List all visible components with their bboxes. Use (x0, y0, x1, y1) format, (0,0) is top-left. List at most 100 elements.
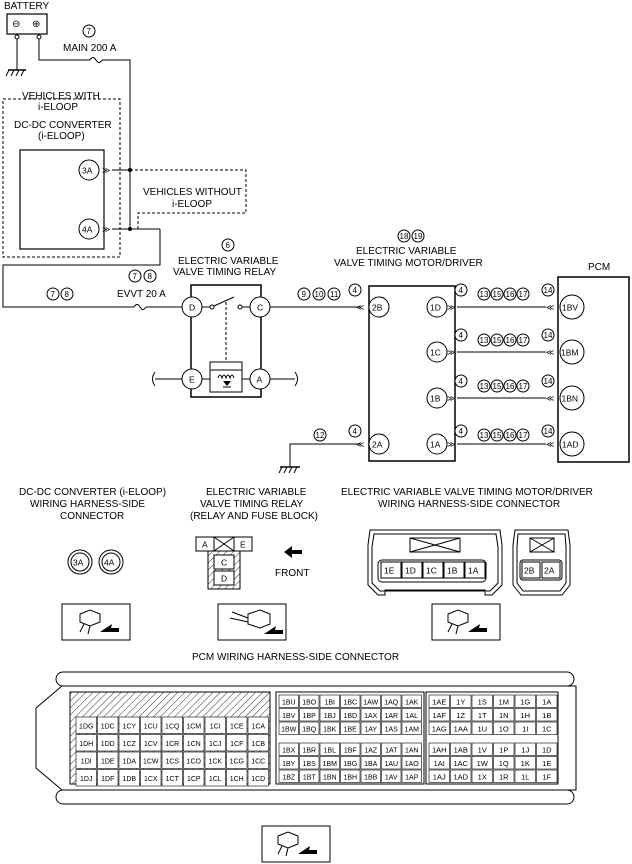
svg-text:≪: ≪ (356, 440, 364, 449)
pcm-pin-cell (75, 716, 97, 734)
pcm-pin-cell (204, 716, 226, 734)
pcm-pin-label: 1Z (456, 711, 465, 720)
pcm-pin-cell (75, 734, 97, 752)
pcm-pin-label: 1T (478, 711, 487, 720)
pcm-pin-label: 1DD (101, 741, 115, 748)
pcm-pin-label: 1AX (364, 713, 378, 720)
svg-text:7: 7 (51, 290, 56, 299)
pcm-pin-cell (140, 751, 162, 769)
pcm-pin-label: 1F (542, 772, 551, 781)
pcm-pin-cell (450, 742, 472, 756)
pcm-pin-cell (278, 694, 299, 708)
pcm-pin-cell (471, 694, 493, 708)
motor-terminal-1d: 1D (430, 303, 441, 313)
pcm-pin-label: 1CT (166, 776, 180, 783)
pcm-terminal-1bn: 1BN (562, 394, 579, 404)
pcm-pin-label: 1I (522, 724, 528, 733)
pcm-pin-cell (204, 734, 226, 752)
pcm-pin-cell (493, 742, 515, 756)
pcm-pin-cell (319, 769, 340, 783)
relay-terminal-d: D (189, 303, 195, 313)
pcm-pin-cell (140, 769, 162, 787)
pcm-pin-cell (204, 751, 226, 769)
svg-text:8: 8 (65, 290, 70, 299)
svg-text:15: 15 (493, 382, 502, 391)
pcm-pin-label: 1DH (79, 741, 93, 748)
pcm-pin-cell (226, 734, 248, 752)
svg-text:16: 16 (506, 431, 515, 440)
pcm-pin-cell (493, 769, 515, 783)
pcm-pin-cell (204, 769, 226, 787)
pcm-pin-label: 1CI (210, 723, 221, 730)
pcm-pin-cell (118, 751, 140, 769)
pcm-pin-label: 1U (477, 724, 487, 733)
pcm-pin-label: 1BX (282, 747, 296, 754)
connector-view-icon (261, 825, 331, 863)
svg-text:≫: ≫ (447, 394, 455, 403)
pcm-pin-label: 1AL (406, 713, 419, 720)
pcm-pin-label: 1CC (251, 758, 265, 765)
pcm-pin-cell (340, 742, 361, 756)
svg-text:4: 4 (459, 286, 464, 295)
relay-title-1: ELECTRIC VARIABLE (178, 256, 279, 267)
pcm-pin-cell (161, 716, 183, 734)
motor-conn-pin-2b: 2B (524, 566, 535, 576)
main-power-wire (102, 59, 131, 230)
evvt-fuse-label: EVVT 20 A (117, 289, 166, 300)
svg-text:16: 16 (506, 382, 515, 391)
pcm-pin-label: 1BW (281, 726, 297, 733)
pcm-pin-label: 1DA (122, 758, 136, 765)
pcm-pin-cell (278, 721, 299, 735)
pcm-pin-cell (340, 721, 361, 735)
signal-wire-1d-1bv: ≫ ≪ 4 13 15 16 17 14 (447, 283, 555, 312)
pcm-pin-cell (278, 769, 299, 783)
svg-text:≪: ≪ (546, 303, 554, 312)
svg-text:14: 14 (544, 331, 553, 340)
svg-text:13: 13 (480, 336, 489, 345)
pcm-pin-label: 1AU (384, 761, 398, 768)
i-eloop-label: i-ELOOP (38, 102, 78, 113)
pcm-pin-cell (381, 708, 402, 722)
pcm-pin-label: 1BD (343, 713, 357, 720)
pcm-pin-cell (340, 756, 361, 770)
pcm-pin-label: 1Y (456, 697, 465, 706)
pcm-pin-cell (381, 721, 402, 735)
pcm-pin-cell (471, 721, 493, 735)
pcm-pin-cell (381, 769, 402, 783)
dcdc-conn-pin-4a: 4A (104, 558, 115, 568)
pcm-pin-label: 1C (542, 724, 552, 733)
motor-connector-small (512, 529, 571, 596)
svg-text:16: 16 (506, 290, 515, 299)
pcm-pin-cell (118, 734, 140, 752)
pcm-pin-cell (536, 769, 558, 783)
pcm-pin-cell (183, 734, 205, 752)
pcm-pin-cell (278, 708, 299, 722)
pcm-terminal-1ad: 1AD (562, 440, 579, 450)
pcm-pin-label: 1AQ (384, 699, 399, 706)
pcm-pin-label: 1AZ (364, 747, 378, 754)
pcm-pin-cell (247, 769, 269, 787)
pcm-pin-label: 1BC (343, 699, 357, 706)
motor-ground-wire (289, 443, 360, 467)
pcm-pin-label: 1AT (385, 747, 398, 754)
pcm-pin-label: 1AK (405, 699, 419, 706)
pcm-pin-label: 1DB (122, 776, 136, 783)
pcm-pin-cell (514, 756, 536, 770)
pcm-pin-cell (360, 769, 381, 783)
ground-icon (5, 69, 26, 77)
pcm-pin-cell (536, 742, 558, 756)
pcm-pin-label: 1AN (405, 747, 419, 754)
svg-text:17: 17 (519, 431, 528, 440)
pcm-pin-cell (75, 769, 97, 787)
pcm-pin-cell (401, 708, 422, 722)
relay-connector (195, 536, 253, 590)
svg-text:≫: ≫ (447, 348, 455, 357)
pcm-pin-label: 1CX (144, 776, 158, 783)
relay-conn-pin-c: C (221, 558, 227, 568)
pcm-pin-label: 1CD (251, 776, 265, 783)
pcm-pin-label: 1CS (165, 758, 179, 765)
pcm-pin-label: 1Q (499, 759, 509, 768)
pcm-pin-label: 1BJ (324, 713, 336, 720)
pcm-pin-label: 1G (520, 697, 530, 706)
pcm-pin-cell (360, 742, 381, 756)
